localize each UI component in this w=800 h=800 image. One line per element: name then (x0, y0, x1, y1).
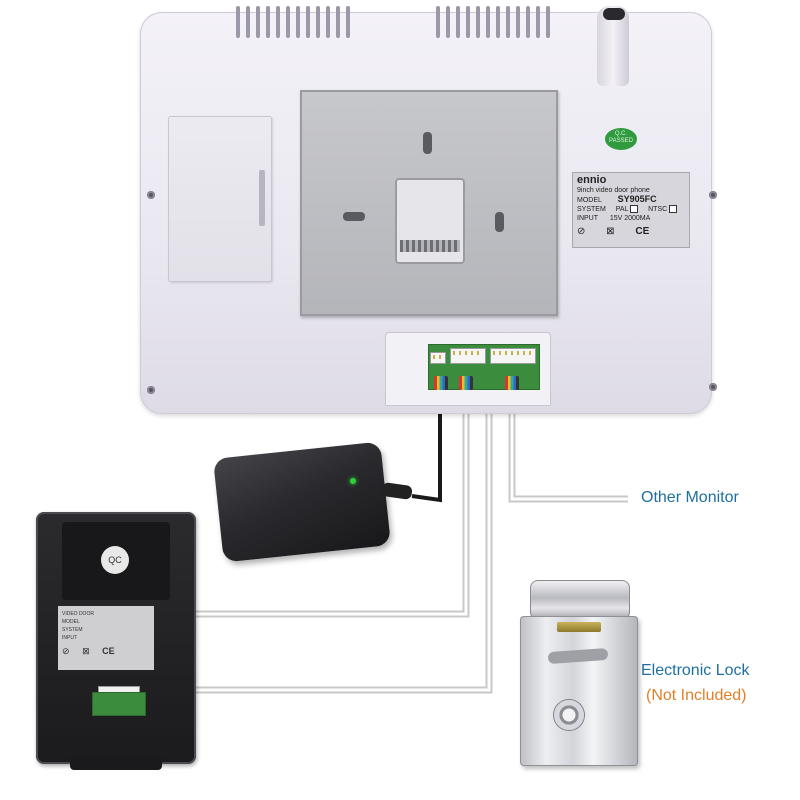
camera-lens-icon (603, 8, 625, 20)
electronic-lock-callout: Electronic Lock (641, 662, 750, 679)
terminal-connector (450, 348, 486, 364)
product-name: 9inch video door phone (577, 187, 650, 194)
panel-certification-icons: ⊘ ⊠ CE (62, 646, 150, 657)
battery-compartment-door (168, 116, 272, 282)
bracket-slot (343, 212, 365, 221)
weee-bin-icon: ⊠ (606, 226, 615, 237)
bracket-tab (400, 240, 460, 252)
certification-icons: ⊘ ⊠ CE (577, 226, 685, 238)
terminal-connector (490, 348, 536, 364)
pal-checkbox (630, 205, 639, 214)
power-led-icon (350, 478, 356, 484)
top-vent-right (436, 0, 552, 42)
panel-label-title: VIDEO DOOR (62, 611, 94, 617)
qc-passed-sticker: Q.C. PASSED (605, 128, 637, 150)
panel-terminal-board (92, 692, 146, 716)
other-monitor-callout: Other Monitor (641, 489, 739, 506)
weee-bin-icon: ⊠ (82, 646, 90, 656)
screw-icon (147, 386, 155, 394)
electronic-lock-body (520, 616, 638, 766)
ce-mark-icon: CE (635, 226, 650, 237)
screw-icon (709, 191, 717, 199)
wire-plug (505, 376, 519, 390)
input-line: INPUT 15V 2000MA (577, 215, 651, 222)
ntsc-checkbox (669, 205, 678, 214)
wire-plug (459, 376, 473, 390)
power-adapter (213, 441, 391, 563)
cert-circle-icon: ⊘ (577, 226, 586, 237)
screw-icon (709, 383, 717, 391)
monitor-rating-label: ennio 9inch video door phone MODEL SY905… (572, 172, 690, 248)
terminal-connector (430, 352, 446, 364)
panel-qc-sticker: QC (101, 546, 129, 574)
brand-name: ennio (577, 174, 607, 186)
cert-circle-icon: ⊘ (62, 646, 70, 656)
panel-label-system: SYSTEM (62, 627, 83, 633)
system-line: SYSTEM PAL NTSC (577, 205, 685, 214)
not-included-note: (Not Included) (646, 687, 747, 704)
screw-icon (147, 191, 155, 199)
wire-plug (434, 376, 448, 390)
panel-label-model: MODEL (62, 619, 80, 625)
panel-connector (98, 686, 140, 696)
panel-base (70, 756, 162, 770)
lock-bolt (557, 622, 601, 632)
bracket-slot (423, 132, 432, 154)
panel-rating-label: VIDEO DOOR MODEL SYSTEM INPUT ⊘ ⊠ CE (58, 606, 154, 670)
panel-label-input: INPUT (62, 635, 77, 641)
key-cylinder-icon (554, 700, 584, 730)
power-cable (411, 392, 442, 503)
ce-mark-icon: CE (102, 646, 115, 656)
lock-strike-housing (530, 580, 630, 620)
bracket-slot (495, 212, 504, 232)
model-line: MODEL SY905FC (577, 194, 657, 205)
door-latch (259, 170, 265, 226)
top-vent-left (236, 0, 356, 42)
